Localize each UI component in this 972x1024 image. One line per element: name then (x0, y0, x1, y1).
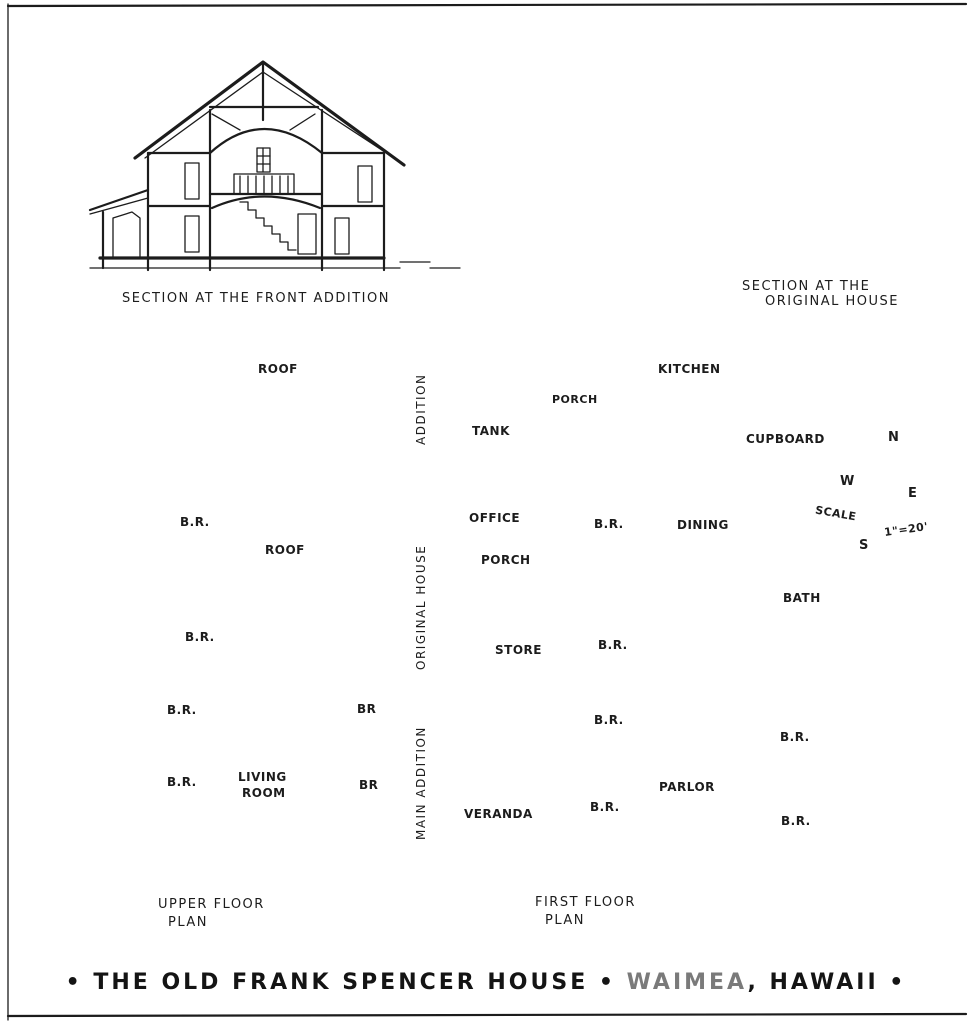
room-label-first-br-f: B.R. (781, 814, 811, 828)
room-label-upper-br-1: B.R. (180, 515, 210, 529)
room-label-upper-br-2: B.R. (185, 630, 215, 644)
room-label-first-br-d: B.R. (590, 800, 620, 814)
compass-west: W (840, 474, 855, 489)
room-label-porch-rear: PORCH (552, 393, 598, 406)
compass-east: E (908, 486, 918, 501)
room-label-upper-br-4: B.R. (167, 775, 197, 789)
room-label-first-br-e: B.R. (780, 730, 810, 744)
title-location: WAIMEA (626, 970, 748, 995)
room-label-upper-br-5: BR (357, 702, 377, 716)
zone-label-original-house: ORIGINAL HOUSE (414, 544, 428, 670)
room-label-veranda: VERANDA (464, 807, 533, 821)
room-label-tank: TANK (472, 424, 510, 438)
room-label-upper-br-6: BR (359, 778, 379, 792)
upper-floor-caption-line1: UPPER FLOOR (158, 897, 265, 912)
title-state: , HAWAII • (747, 970, 907, 995)
zone-label-main-addition: MAIN ADDITION (414, 726, 428, 840)
section-front-addition (88, 60, 461, 272)
room-label-first-br-c: B.R. (594, 713, 624, 727)
first-floor-caption-line2: PLAN (545, 913, 585, 928)
drawing-title: • THE OLD FRANK SPENCER HOUSE • WAIMEA, … (0, 970, 972, 995)
room-label-roof-mid: ROOF (265, 543, 305, 557)
zone-label-addition: ADDITION (414, 373, 428, 445)
page-border (6, 2, 968, 1021)
room-label-roof-top: ROOF (258, 362, 298, 376)
room-label-living-line1: LIVING (238, 770, 287, 784)
room-label-upper-br-3: B.R. (167, 703, 197, 717)
room-label-parlor: PARLOR (659, 780, 715, 794)
title-house-name: • THE OLD FRANK SPENCER HOUSE • (65, 970, 616, 995)
compass-south: S (859, 538, 869, 553)
compass-north: N (888, 430, 900, 445)
room-label-office: OFFICE (469, 511, 521, 525)
room-label-first-br-b: B.R. (598, 638, 628, 652)
room-label-living-line2: ROOM (242, 786, 286, 800)
section-front-addition-caption: SECTION AT THE FRONT ADDITION (122, 291, 390, 306)
room-label-first-br-a: B.R. (594, 517, 624, 531)
room-label-kitchen: KITCHEN (658, 362, 721, 376)
section-original-house-caption-line1: SECTION AT THE (742, 279, 871, 294)
first-floor-caption-line1: FIRST FLOOR (535, 895, 636, 910)
section-original-house-caption-line2: ORIGINAL HOUSE (765, 294, 899, 309)
upper-floor-caption-line2: PLAN (168, 915, 208, 930)
room-label-dining: DINING (677, 518, 729, 532)
room-label-porch-side: PORCH (481, 553, 531, 567)
room-label-cupboard: CUPBOARD (746, 432, 825, 446)
room-label-store: STORE (495, 643, 542, 657)
room-label-bath: BATH (783, 591, 821, 605)
